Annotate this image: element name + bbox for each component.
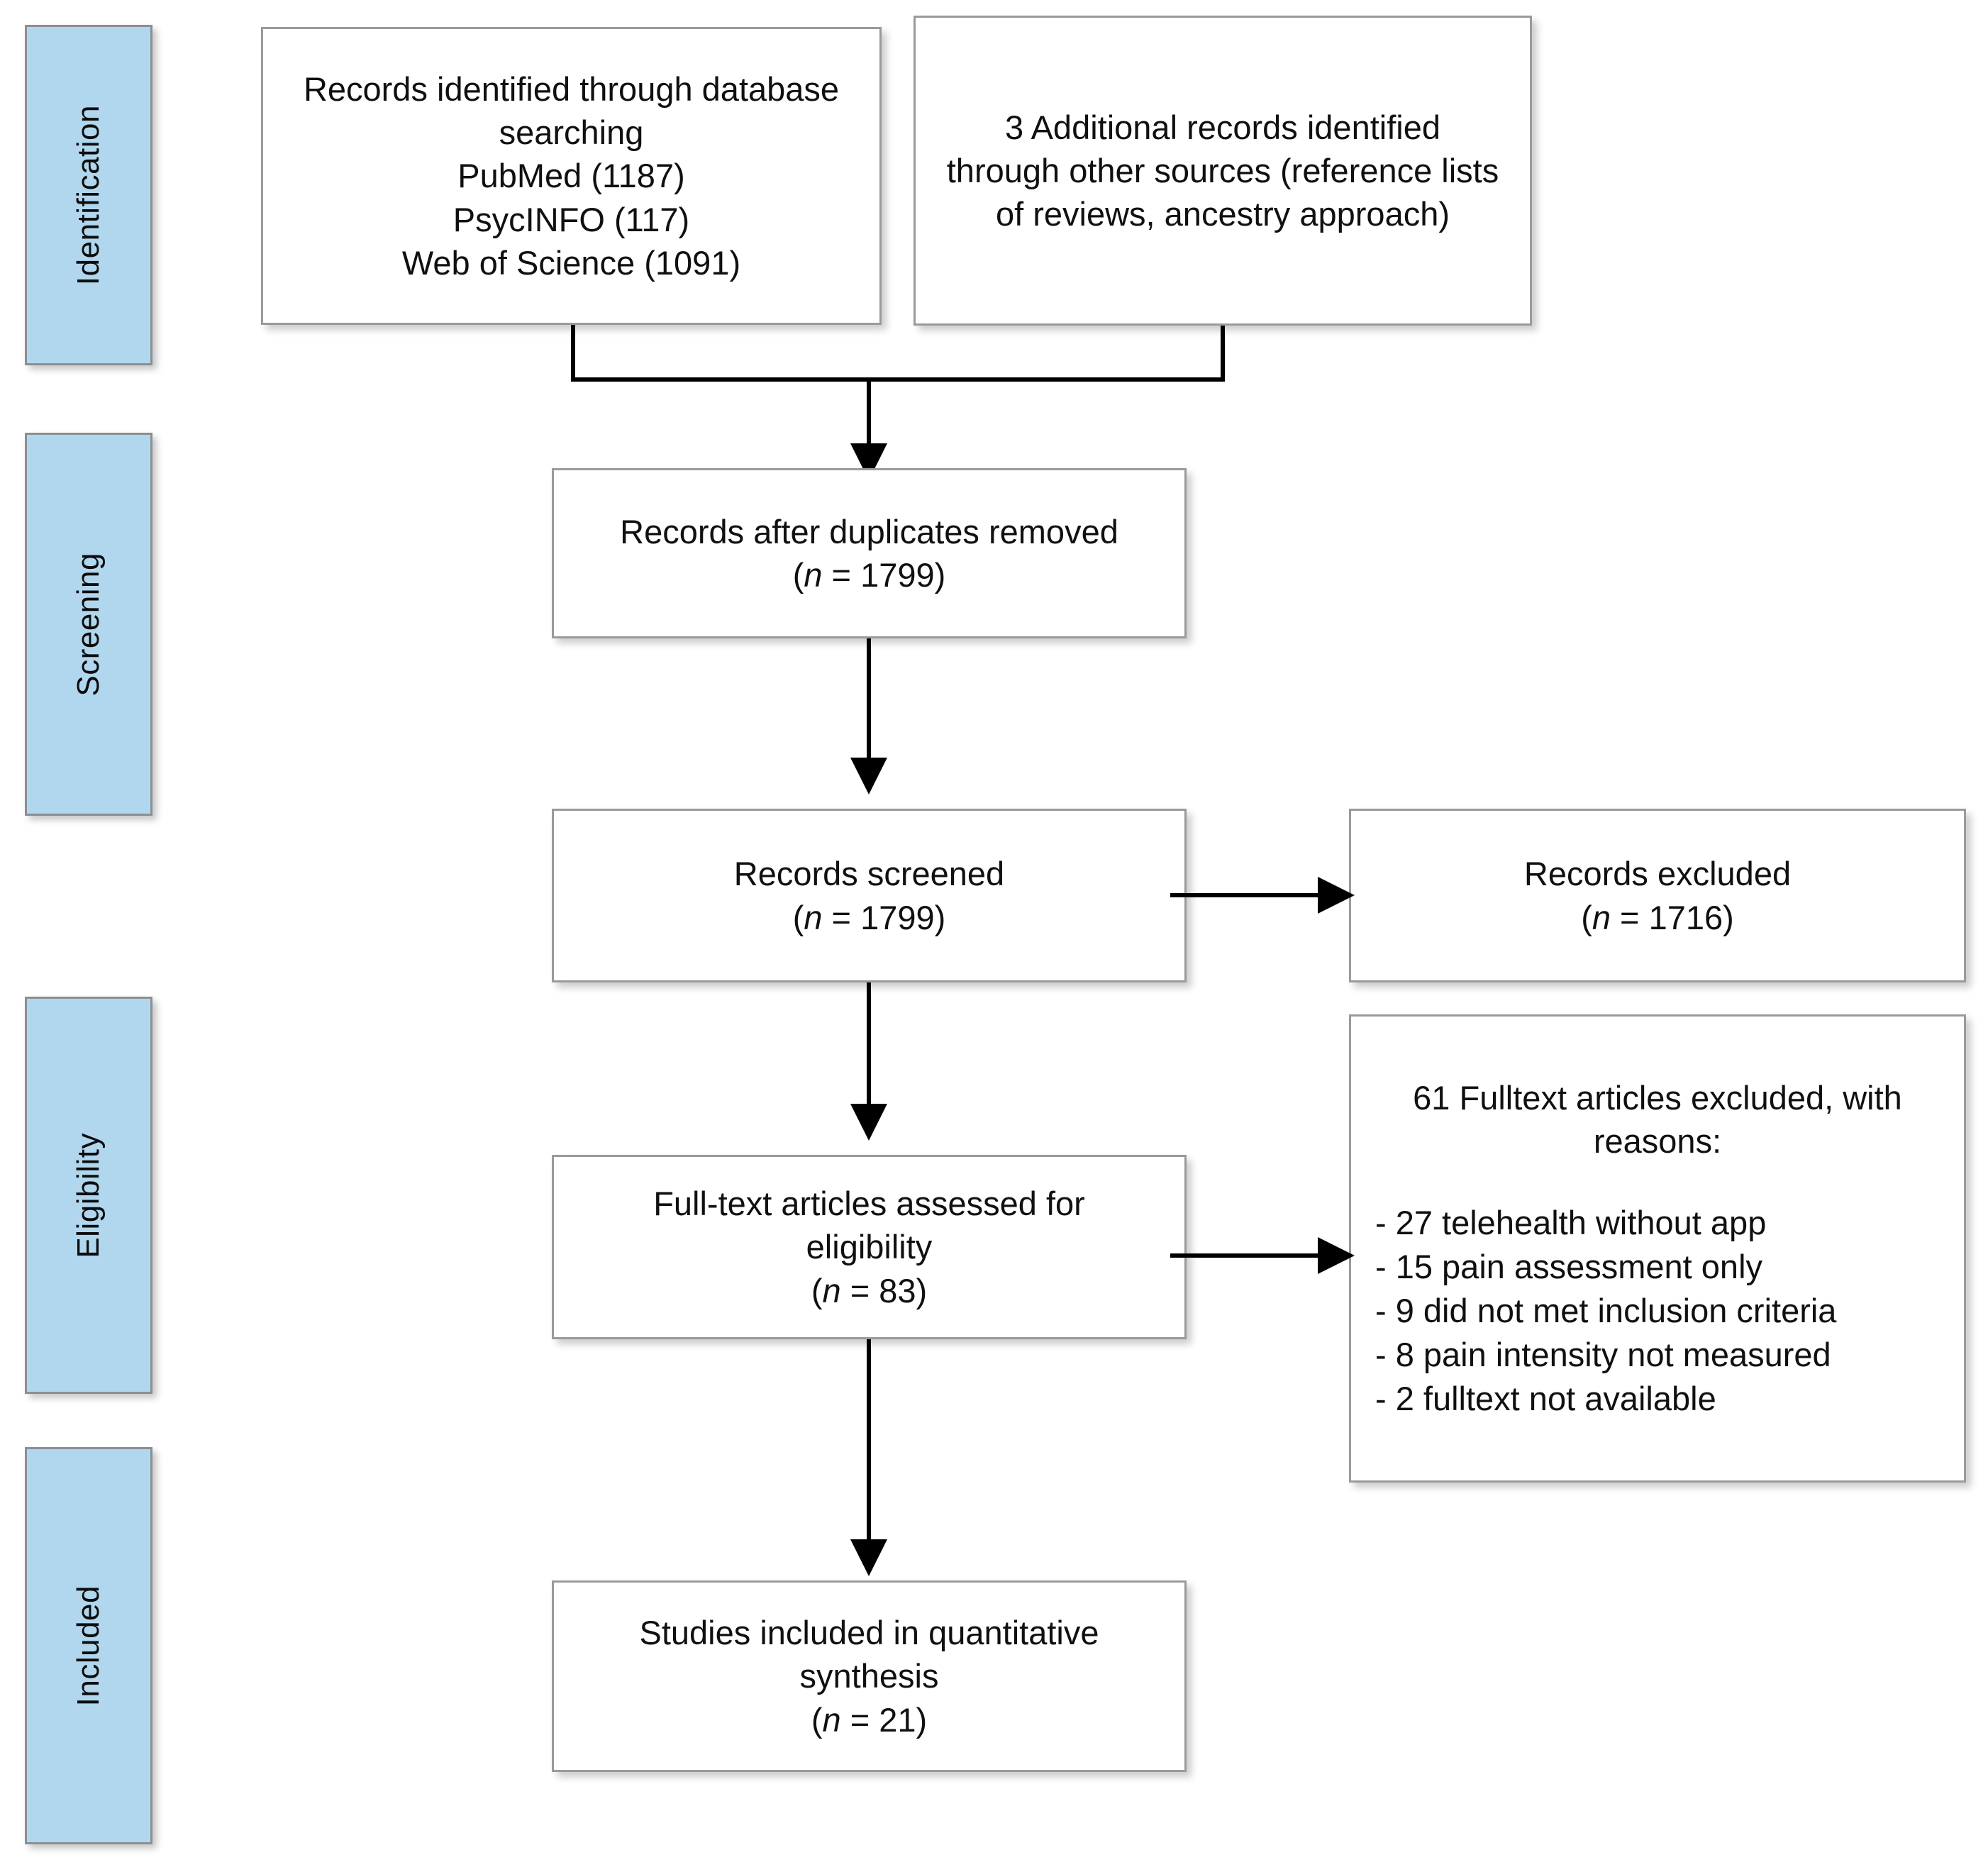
connector-merge-stem <box>867 377 871 448</box>
arrow-to-fulltext-excluded <box>1318 1237 1355 1274</box>
stage-bar-screening: Screening <box>25 433 152 816</box>
reason-item-4: - 8 pain intensity not measured <box>1375 1336 1831 1374</box>
excluded-line-1: Records excluded <box>1523 855 1792 893</box>
reasons-heading-line-2: reasons: <box>1593 1121 1722 1160</box>
fulltext-line-2: eligibility <box>806 1228 933 1266</box>
connector-merge-bar <box>571 377 1225 382</box>
arrow-to-fulltext-assessed <box>850 1104 887 1141</box>
box-records-after-duplicates-removed: Records after duplicates removed (n = 17… <box>552 468 1187 638</box>
fulltext-n-value: = 83) <box>840 1271 928 1309</box>
included-n-line: (n = 21) <box>811 1698 927 1741</box>
box-records-screened: Records screened (n = 1799) <box>552 809 1187 982</box>
stage-bar-included: Included <box>25 1447 152 1844</box>
connector-screened-to-fulltext <box>867 982 871 1109</box>
excluded-n-line: (n = 1716) <box>1581 896 1734 939</box>
box-fulltext-assessed-eligibility: Full-text articles assessed for eligibil… <box>552 1155 1187 1339</box>
screened-n-italic: n <box>804 898 823 936</box>
duplicates-n-italic: n <box>804 556 823 594</box>
reason-item-3: - 9 did not met inclusion criteria <box>1375 1292 1837 1330</box>
connector-fulltext-to-reasons <box>1170 1253 1326 1258</box>
screened-n-value: = 1799) <box>822 898 946 936</box>
stage-label-included: Included <box>71 1585 106 1707</box>
connector-drop-from-database-box <box>571 325 575 382</box>
reasons-heading-line-1: 61 Fulltext articles excluded, with <box>1413 1078 1902 1117</box>
fulltext-n-italic: n <box>822 1271 841 1309</box>
arrow-to-records-screened <box>850 758 887 794</box>
screened-line-1: Records screened <box>733 855 1005 893</box>
stage-bar-eligibility: Eligibility <box>25 997 152 1394</box>
stage-label-eligibility: Eligibility <box>71 1132 106 1258</box>
fulltext-n-line: (n = 83) <box>811 1269 927 1312</box>
connector-fulltext-to-included <box>867 1339 871 1545</box>
duplicates-n-prefix: ( <box>792 556 804 594</box>
included-n-value: = 21) <box>840 1700 928 1739</box>
reason-item-1: - 27 telehealth without app <box>1375 1204 1767 1242</box>
db-line-3: PubMed (1187) <box>457 157 685 195</box>
arrow-to-studies-included <box>850 1539 887 1576</box>
box-additional-records-other-sources: 3 Additional records identified through … <box>914 16 1532 326</box>
stage-bar-identification: Identification <box>25 25 152 365</box>
other-line-1: 3 Additional records identified <box>1004 108 1440 146</box>
reason-item-5: - 2 fulltext not available <box>1375 1380 1716 1418</box>
other-line-3: of reviews, ancestry approach) <box>995 195 1450 233</box>
screened-n-prefix: ( <box>792 898 804 936</box>
box-records-identified-database: Records identified through database sear… <box>261 27 882 325</box>
stage-label-identification: Identification <box>71 104 106 286</box>
connector-screened-to-excluded <box>1170 893 1326 897</box>
db-line-4: PsycINFO (117) <box>452 200 690 238</box>
box-studies-included-quantitative-synthesis: Studies included in quantitative synthes… <box>552 1580 1187 1772</box>
included-n-prefix: ( <box>811 1700 823 1739</box>
excluded-n-italic: n <box>1592 898 1611 936</box>
arrow-to-records-excluded <box>1318 877 1355 914</box>
included-line-1: Studies included in quantitative <box>639 1614 1099 1652</box>
other-line-2: through other sources (reference lists <box>946 151 1499 189</box>
duplicates-line-1: Records after duplicates removed <box>620 512 1118 550</box>
reasons-spacer <box>1375 1163 1940 1201</box>
stage-label-screening: Screening <box>71 552 106 697</box>
connector-drop-from-other-box <box>1221 326 1225 382</box>
box-records-excluded: Records excluded (n = 1716) <box>1349 809 1966 982</box>
excluded-n-value: = 1716) <box>1611 898 1734 936</box>
screened-n-line: (n = 1799) <box>793 896 946 939</box>
included-line-2: synthesis <box>799 1657 939 1695</box>
fulltext-n-prefix: ( <box>811 1271 823 1309</box>
excluded-n-prefix: ( <box>1581 898 1592 936</box>
db-line-1: Records identified through database <box>303 70 840 109</box>
reason-item-2: - 15 pain assessment only <box>1375 1248 1763 1286</box>
box-fulltext-excluded-with-reasons: 61 Fulltext articles excluded, with reas… <box>1349 1014 1966 1483</box>
connector-duplicates-to-screened <box>867 638 871 763</box>
fulltext-line-1: Full-text articles assessed for <box>653 1185 1085 1223</box>
included-n-italic: n <box>822 1700 841 1739</box>
db-line-2: searching <box>499 113 644 152</box>
duplicates-n-value: = 1799) <box>822 556 946 594</box>
duplicates-n-line: (n = 1799) <box>793 553 946 597</box>
db-line-5: Web of Science (1091) <box>401 243 741 282</box>
